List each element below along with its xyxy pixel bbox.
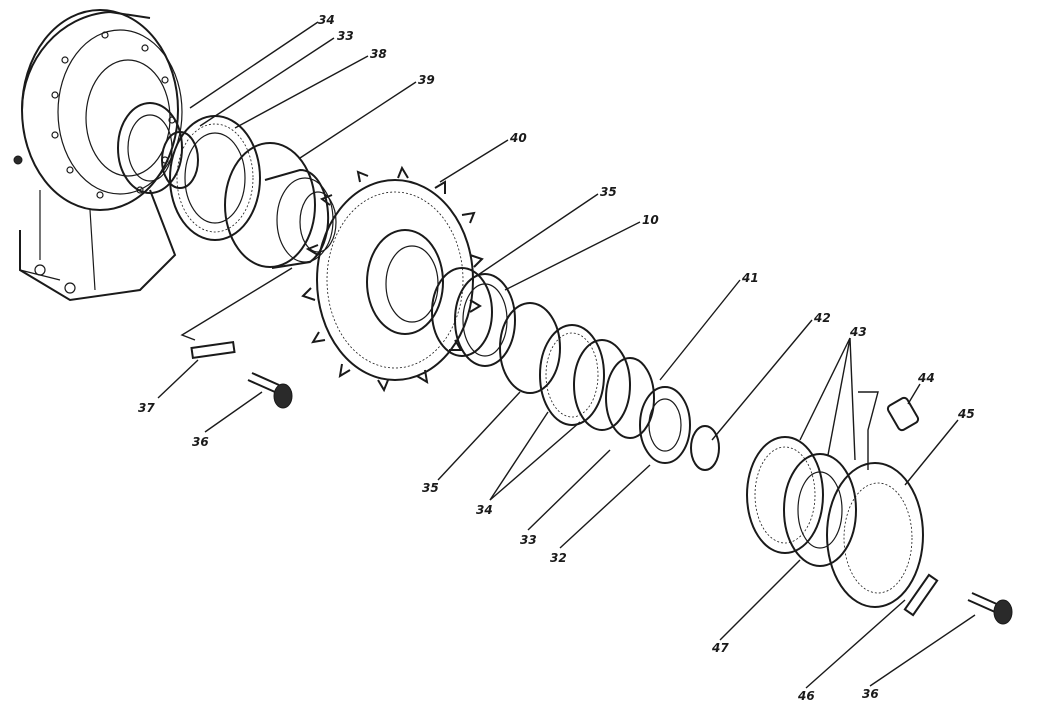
label-37: 37 <box>138 401 155 415</box>
label-33-lower: 33 <box>520 533 537 547</box>
small-gear <box>639 386 691 464</box>
label-42: 42 <box>813 311 831 325</box>
label-32: 32 <box>550 551 567 565</box>
gasket <box>169 115 261 241</box>
label-47: 47 <box>711 641 729 655</box>
pin <box>886 396 920 432</box>
label-38: 38 <box>370 47 387 61</box>
bearing-rings <box>539 324 655 439</box>
label-43: 43 <box>849 325 867 339</box>
seal-ring <box>117 102 199 194</box>
housing <box>13 9 183 302</box>
leader-lines <box>157 21 976 689</box>
label-35-lower: 35 <box>422 481 439 495</box>
label-45: 45 <box>957 407 975 421</box>
label-40: 40 <box>509 131 527 145</box>
label-10: 10 <box>642 213 659 227</box>
part-labels: 34 33 38 39 40 35 10 41 42 43 44 45 37 3… <box>138 13 975 703</box>
bolts <box>247 372 1013 625</box>
friction-discs <box>746 436 857 567</box>
snap-ring <box>499 302 561 394</box>
label-33: 33 <box>337 29 354 43</box>
o-ring <box>690 425 720 471</box>
cover-plate <box>826 462 924 608</box>
label-41: 41 <box>741 271 759 285</box>
label-46: 46 <box>797 689 815 703</box>
hub-flange <box>224 142 337 269</box>
label-35: 35 <box>600 185 617 199</box>
label-44: 44 <box>917 371 935 385</box>
label-39: 39 <box>418 73 435 87</box>
label-36: 36 <box>192 435 209 449</box>
label-34: 34 <box>318 13 335 27</box>
lock-plates <box>190 340 939 617</box>
label-34-lower: 34 <box>476 503 493 517</box>
label-36-lower: 36 <box>862 687 879 701</box>
